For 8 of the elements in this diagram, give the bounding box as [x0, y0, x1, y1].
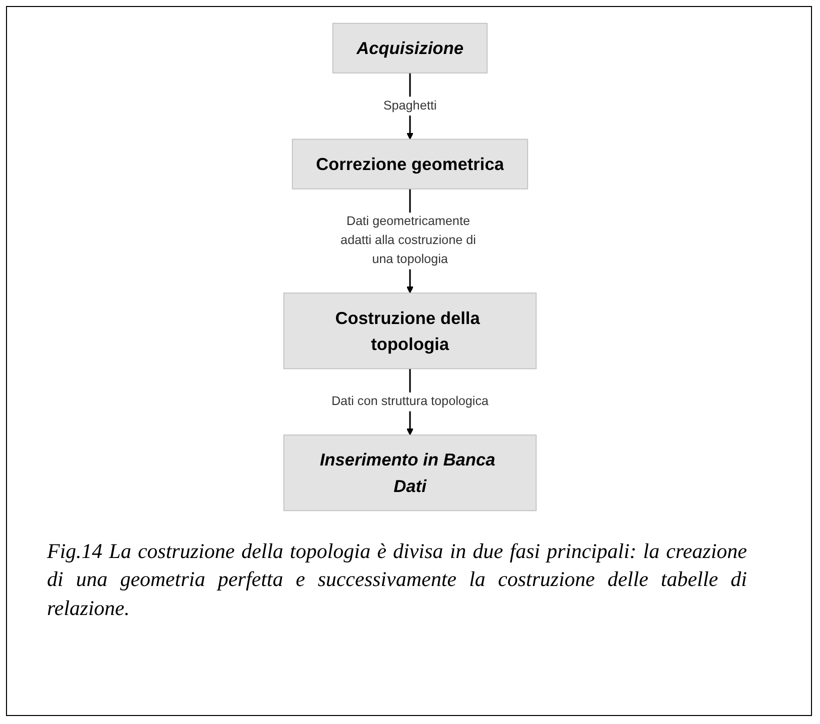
node-box: Costruzione della topologia — [283, 292, 537, 370]
node-box: Inserimento in Banca Dati — [283, 434, 537, 512]
node-box: Correzione geometrica — [292, 138, 528, 190]
edge-label: Dati con struttura topologica — [331, 394, 489, 408]
edge-label: Dati geometricamente adatti alla costruzione di una topologia — [340, 214, 476, 266]
node-box: Acquisizione — [332, 22, 488, 74]
figure-caption: Fig.14 La costruzione della topologia è divisa in due fasi principali: la creazione di una geometria perfetta e successivamente la costruzione delle tabelle di relazione. — [47, 538, 747, 622]
edge-label: Spaghetti — [383, 99, 437, 112]
